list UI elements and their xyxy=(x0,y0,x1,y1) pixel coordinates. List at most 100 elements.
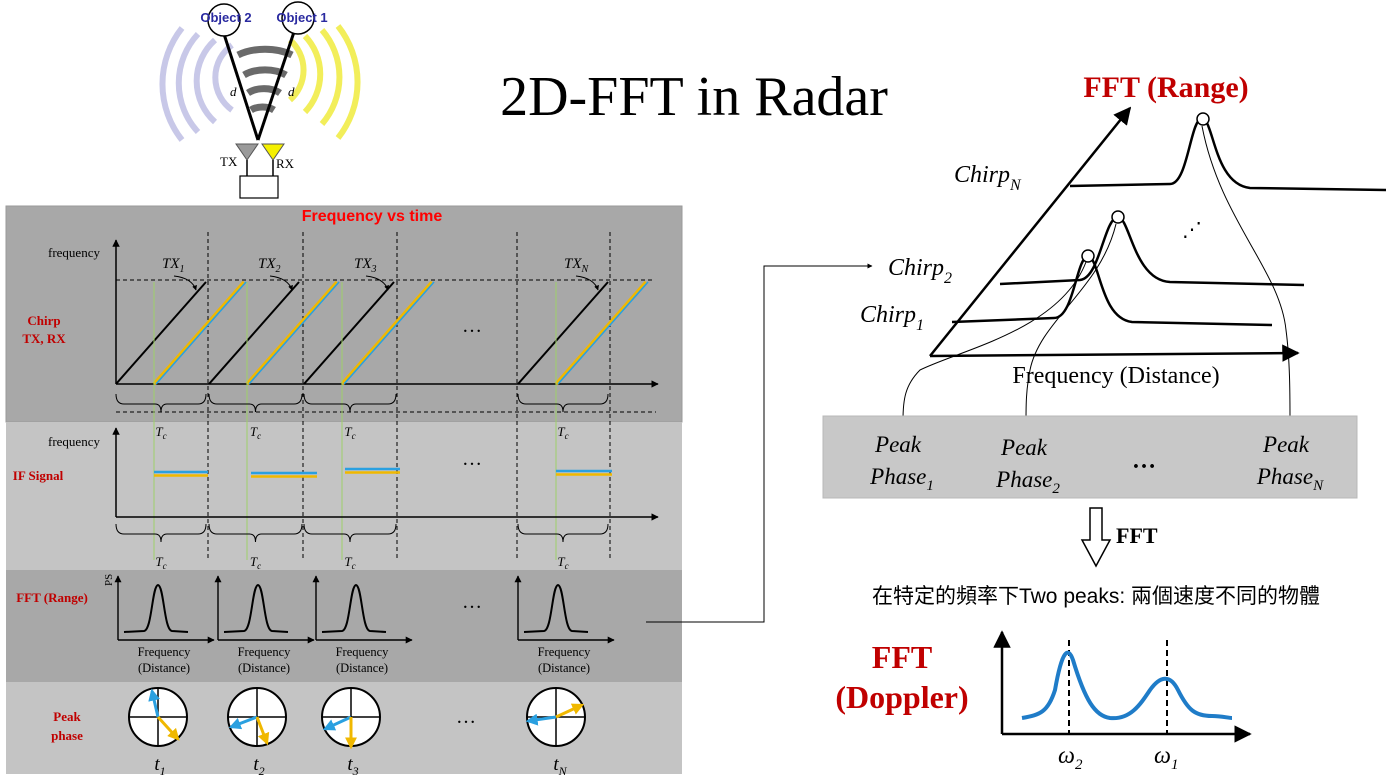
tc-brace-chirp-3 xyxy=(303,393,397,413)
fft-range-plots: Frequency (Distance) Frequency (Distance) Fr… xyxy=(114,575,615,675)
object-2-label: Object 2 xyxy=(200,10,251,25)
rx-ramp-blue-1 xyxy=(155,281,247,385)
row-if-bg xyxy=(6,422,682,570)
fft-xlabel-line2-1: (Distance) xyxy=(138,661,190,675)
omega-1-label: ω1 xyxy=(1154,743,1178,773)
tc-brace-chirp-1 xyxy=(115,393,207,413)
doppler-title-1: FFT xyxy=(872,639,932,675)
fft-arrow-label: FFT xyxy=(1116,523,1158,548)
if-signal-lines xyxy=(154,467,612,478)
phasor-yellow-arrow-4 xyxy=(555,703,585,719)
tx-label-2: TX2 xyxy=(258,256,281,275)
phase-ellipsis: … xyxy=(456,706,476,728)
fft-xlabel-line1-4: Frequency xyxy=(538,645,592,659)
ps-axis-label: PS xyxy=(103,574,115,586)
wave-arcs-object-2 xyxy=(159,26,234,142)
phasor-blue-arrow-1 xyxy=(148,688,161,718)
chirp-1-label: Chirp1 xyxy=(860,302,924,334)
omega-2-label: ω2 xyxy=(1058,743,1083,773)
row-label-peak-1: Peak xyxy=(53,709,81,724)
fft-xlabel-line2-2: (Distance) xyxy=(238,661,290,675)
tx-label-N: TXN xyxy=(564,256,590,275)
tc-label-if-4: Tc xyxy=(557,554,568,571)
frequency-distance-label: Frequency (Distance) xyxy=(1012,363,1219,389)
tc-brace-if-4 xyxy=(517,523,609,543)
doppler-title-2: (Doppler) xyxy=(835,679,968,715)
t-label-2: t2 xyxy=(253,754,264,778)
page-title: 2D-FFT in Radar xyxy=(500,66,888,128)
tc-brace-chirp-4 xyxy=(517,393,609,413)
fft-xlabel-line2-3: (Distance) xyxy=(336,661,388,675)
tc-label-if-3: Tc xyxy=(344,554,355,571)
tx-pointer-2 xyxy=(269,275,293,291)
caption: 在特定的頻率下Two peaks: 兩個速度不同的物體 xyxy=(872,585,1320,608)
tx-ramp-3 xyxy=(303,281,395,385)
tc-brace-if-1 xyxy=(115,523,207,543)
peak-2-label: Peak xyxy=(1000,435,1048,460)
chirp-ramps xyxy=(115,280,649,560)
tx-ramp-4 xyxy=(517,281,609,385)
distance-label-right: d xyxy=(288,84,295,99)
phase-n-label: PhaseN xyxy=(1256,464,1324,494)
doppler-spectrum-curve xyxy=(1021,650,1233,721)
tx-label: TX xyxy=(220,154,238,169)
fft-range-title: FFT (Range) xyxy=(1083,71,1248,104)
tc-brace-chirp-2 xyxy=(208,393,303,413)
peak-n-label: Peak xyxy=(1262,432,1310,457)
phase-2-label: Phase2 xyxy=(995,467,1060,497)
tc-braces-chirp: Tc Tc Tc Tc xyxy=(115,393,609,441)
peak-arrow-1 xyxy=(900,261,1087,421)
left-panel: Frequency vs time Chirp TX, RX IF Signal… xyxy=(5,205,683,778)
tc-label-chirp-2: Tc xyxy=(250,424,261,441)
fft-peak-curve-4 xyxy=(523,583,589,633)
t-label-N: tN xyxy=(553,754,567,778)
fft-xlabel-line1-3: Frequency xyxy=(336,645,390,659)
chirp-n-label: ChirpN xyxy=(954,162,1022,194)
tc-label-chirp-4: Tc xyxy=(557,424,568,441)
tx-ramp-1 xyxy=(115,281,207,385)
peak-arrow-n xyxy=(1201,125,1293,422)
fft-xlabel-line2-4: (Distance) xyxy=(538,661,590,675)
distance-label-left: d xyxy=(230,84,237,99)
path-line-object-2 xyxy=(222,33,260,141)
fft-down-arrow-icon xyxy=(1080,507,1112,568)
chirp-n-curve xyxy=(1069,116,1387,192)
chirp-2-curve xyxy=(999,215,1305,287)
phase-ellipsis-right: … xyxy=(1132,448,1156,474)
peak-phase-box xyxy=(822,415,1358,499)
if-freq-label: frequency xyxy=(48,434,100,449)
tc-label-chirp-1: Tc xyxy=(155,424,166,441)
tx-pointer-N xyxy=(575,275,599,291)
phasor-yellow-arrow-2 xyxy=(255,716,270,746)
object-2-circle xyxy=(207,3,241,37)
radar-scene: Object 2 Object 1 d d TX RX xyxy=(159,1,361,199)
phasor-blue-arrow-2 xyxy=(228,715,258,730)
rx-ramp-yellow-3 xyxy=(340,280,434,386)
tc-label-if-1: Tc xyxy=(155,554,166,571)
t-label-1: t1 xyxy=(154,754,165,778)
radar-box xyxy=(239,175,279,199)
object-1-circle xyxy=(281,1,315,35)
phase-1-label: Phase1 xyxy=(869,464,934,494)
fft-xlabel-line1-1: Frequency xyxy=(138,645,192,659)
tc-label-chirp-3: Tc xyxy=(344,424,355,441)
rx-antenna-icon xyxy=(261,143,285,161)
tx-label-3: TX3 xyxy=(354,256,377,275)
rx-ramp-yellow-1 xyxy=(152,280,246,386)
right-panel: FFT (Range) ChirpN Chirp2 Chirp1 ⋰ Frequ… xyxy=(822,71,1387,773)
phasor-blue-arrow-4 xyxy=(525,713,557,726)
chirp-2-peak-marker xyxy=(1111,210,1125,224)
chirp-2-label: Chirp2 xyxy=(888,255,952,287)
object-1-label: Object 1 xyxy=(276,10,327,25)
chirp-dots: ⋰ xyxy=(1182,219,1202,241)
frequency-axis xyxy=(929,344,1300,362)
phasor-blue-arrow-3 xyxy=(322,715,352,731)
chirp-depth-axis xyxy=(929,106,1132,357)
tx-antenna-icon xyxy=(235,143,259,161)
left-panel-header: Frequency vs time xyxy=(302,208,443,225)
fft-xlabel-line1-2: Frequency xyxy=(238,645,292,659)
row-label-chirp-2: TX, RX xyxy=(22,331,66,346)
fft-ellipsis: … xyxy=(462,591,482,613)
tc-label-if-2: Tc xyxy=(250,554,261,571)
tc-brace-if-3 xyxy=(303,523,397,543)
